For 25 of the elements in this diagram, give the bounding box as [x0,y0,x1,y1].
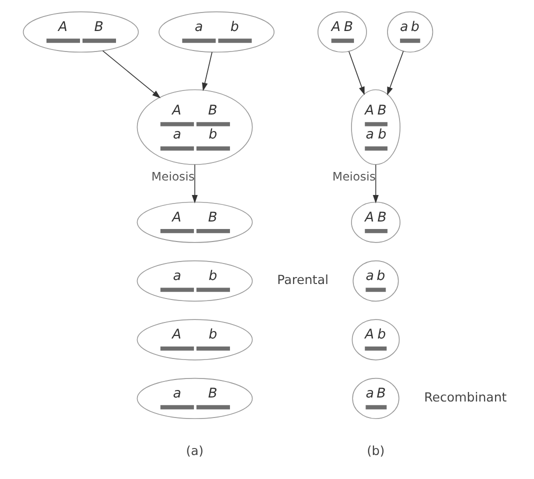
node-ellipse: a B [352,378,400,420]
node-ellipse: A B [22,11,139,53]
node-ellipse: a b [158,11,275,53]
edge-label: Meiosis [151,169,195,184]
node-ellipse: a b [387,11,434,53]
label: Recombinant [424,389,507,404]
node-ellipse: A B a b [351,89,400,165]
arrow [348,51,365,96]
node-ellipse: a b [352,260,399,302]
label: (b) [366,443,385,458]
node-ellipse: A B [351,202,400,243]
label: (a) [186,443,204,458]
node-ellipse: A b [136,319,253,360]
arrow [192,164,198,204]
node-ellipse: A B [318,11,367,53]
arrow [387,50,404,96]
node-ellipse: A b [352,319,400,360]
arrow [372,164,379,204]
arrow [202,52,212,92]
edge-label: Meiosis [332,169,376,184]
label: Parental [277,272,329,287]
node-ellipse: a b [136,260,253,302]
node-ellipse: a B [136,378,253,420]
node-ellipse: A B [136,202,253,243]
arrow [102,50,161,98]
